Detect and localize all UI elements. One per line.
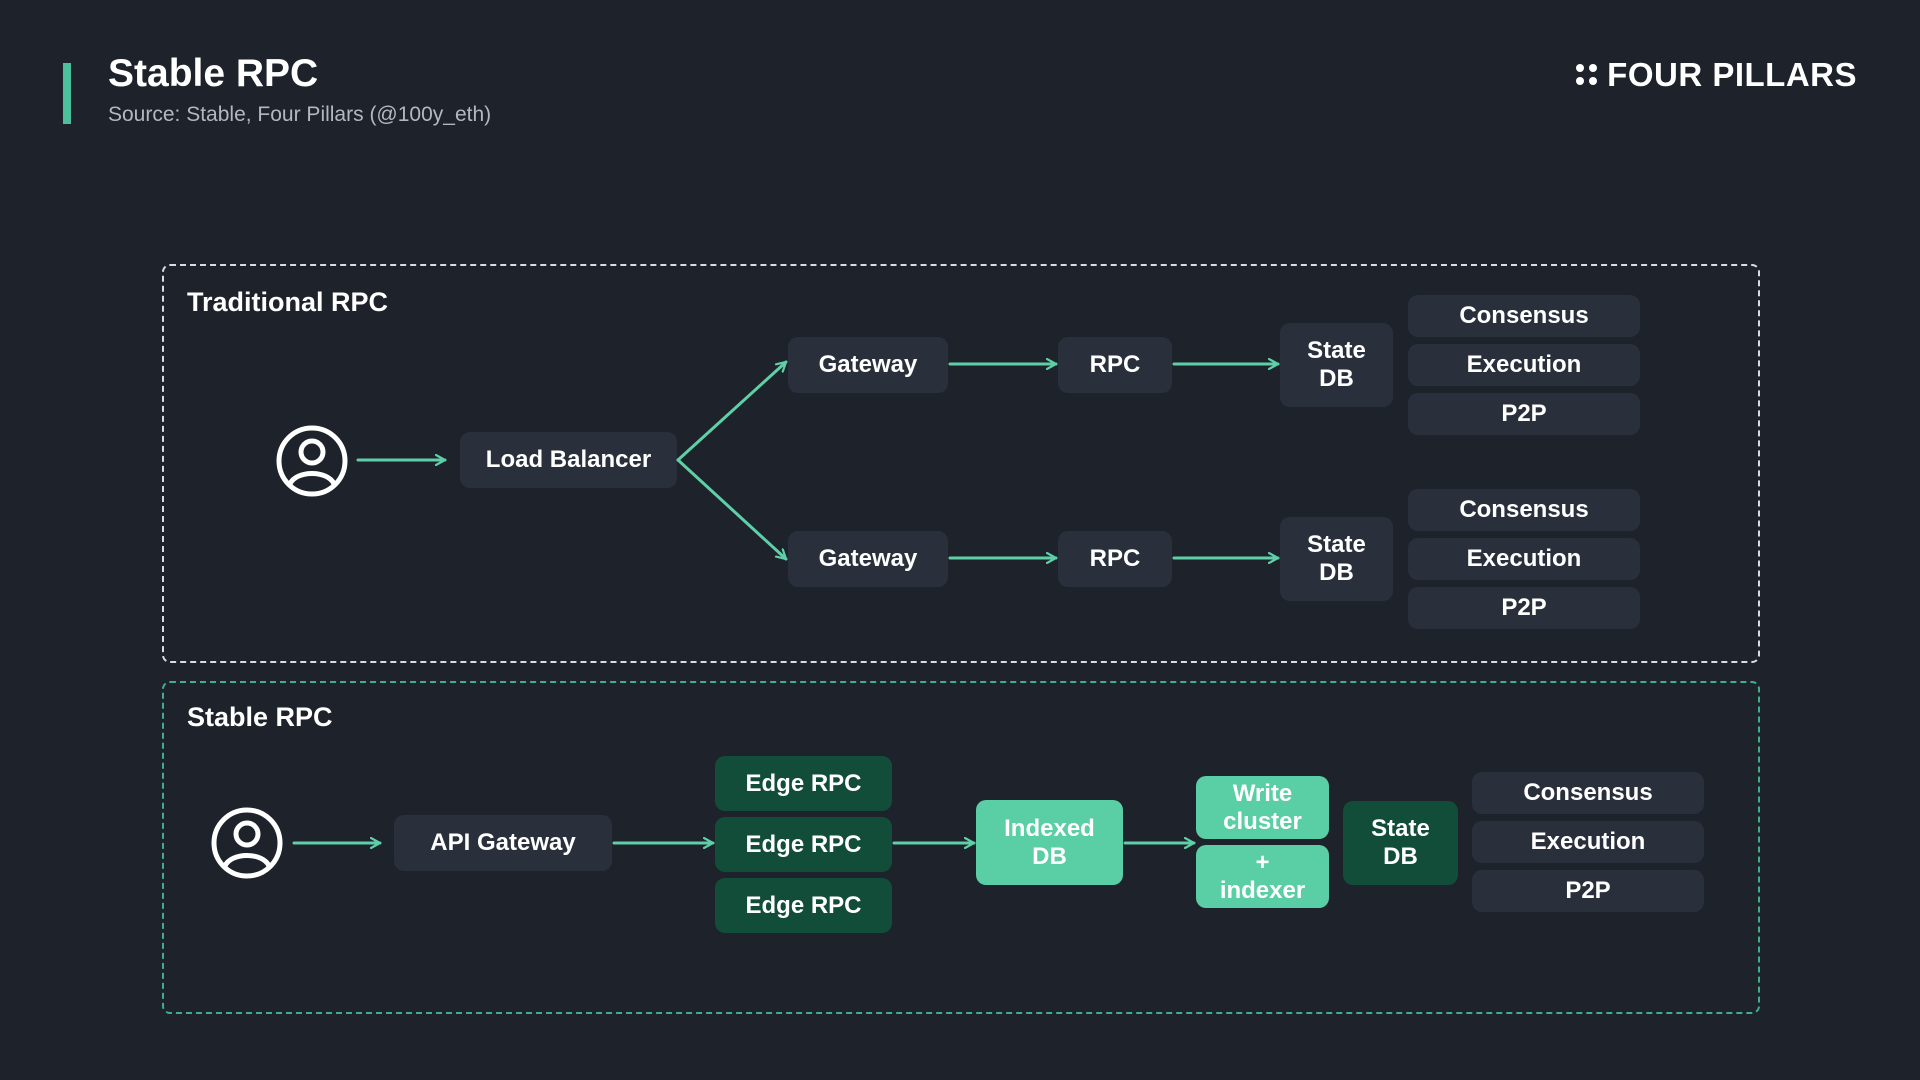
brand-name: FOUR PILLARS	[1607, 56, 1857, 93]
brand-logo: FOUR PILLARS	[1576, 58, 1857, 91]
rpc-node-1: RPC	[1058, 337, 1172, 393]
title-accent-bar	[63, 63, 71, 124]
stable-rpc-panel	[162, 681, 1760, 1014]
p2p-node-stable: P2P	[1472, 870, 1704, 912]
execution-node-1: Execution	[1408, 344, 1640, 386]
traditional-rpc-label: Traditional RPC	[187, 287, 389, 317]
traditional-rpc-panel	[162, 264, 1760, 663]
api-gateway-node: API Gateway	[394, 815, 612, 871]
user-icon	[211, 807, 283, 879]
consensus-node-2: Consensus	[1408, 489, 1640, 531]
rpc-node-2: RPC	[1058, 531, 1172, 587]
write-cluster-node: Write cluster	[1196, 776, 1329, 839]
consensus-node-1: Consensus	[1408, 295, 1640, 337]
page-title: Stable RPC	[108, 52, 319, 95]
indexer-node: + indexer	[1196, 845, 1329, 908]
p2p-node-1: P2P	[1408, 393, 1640, 435]
edge-rpc-node-1: Edge RPC	[715, 756, 892, 811]
user-icon	[276, 425, 348, 497]
edge-rpc-node-2: Edge RPC	[715, 817, 892, 872]
page-subtitle: Source: Stable, Four Pillars (@100y_eth)	[108, 103, 492, 126]
load-balancer-node: Load Balancer	[460, 432, 677, 488]
execution-node-stable: Execution	[1472, 821, 1704, 863]
execution-node-2: Execution	[1408, 538, 1640, 580]
four-pillars-logo-icon	[1576, 64, 1598, 85]
gateway-node-1: Gateway	[788, 337, 948, 393]
state-db-node-1: State DB	[1280, 323, 1393, 407]
stable-rpc-label: Stable RPC	[187, 702, 333, 732]
consensus-node-stable: Consensus	[1472, 772, 1704, 814]
p2p-node-2: P2P	[1408, 587, 1640, 629]
state-db-node-2: State DB	[1280, 517, 1393, 601]
edge-rpc-node-3: Edge RPC	[715, 878, 892, 933]
gateway-node-2: Gateway	[788, 531, 948, 587]
state-db-node-stable: State DB	[1343, 801, 1458, 885]
indexed-db-node: Indexed DB	[976, 800, 1123, 885]
